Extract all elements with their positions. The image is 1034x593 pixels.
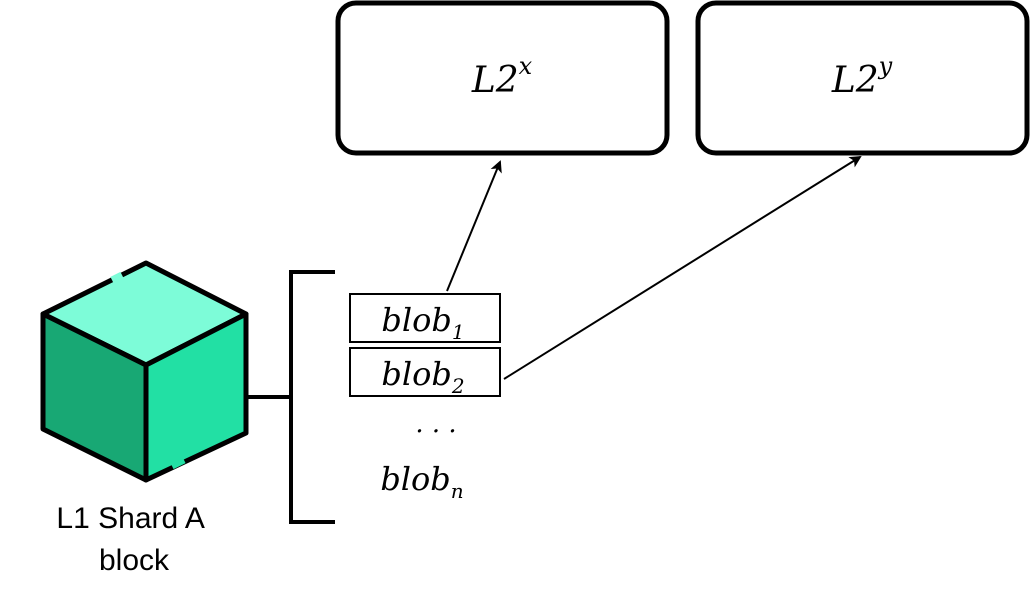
svg-text:L2x: L2x [471, 52, 533, 101]
blob-2-sub: 2 [451, 374, 465, 398]
blob-2-base: blob [381, 355, 451, 393]
blob-bracket [246, 270, 335, 524]
svg-text:L2y: L2y [831, 52, 893, 101]
l2x-base: L2 [471, 60, 519, 101]
arrow-blob1-to-l2x [446, 160, 502, 292]
cube-icon [40, 260, 249, 483]
shard-label-line2: block [99, 544, 170, 577]
blob-1: blob1 [349, 293, 501, 344]
blob-n: blobn [380, 460, 463, 503]
blob-ellipsis: · · · [415, 417, 456, 447]
l2y-sup: y [878, 52, 893, 80]
blob-n-sub: n [451, 479, 464, 503]
l2y-base: L2 [831, 60, 879, 101]
l2y-node: L2y [695, 0, 1030, 156]
blob-n-base: blob [380, 460, 450, 498]
l2x-sup: x [519, 52, 533, 80]
shard-label-line1: L1 Shard A [56, 502, 204, 535]
svg-text:blob2: blob2 [381, 355, 464, 398]
svg-text:blob1: blob1 [381, 301, 464, 344]
shard-label: L1 Shard A block [56, 502, 211, 577]
blob-1-sub: 1 [452, 320, 465, 344]
blob-1-base: blob [381, 301, 451, 339]
arrow-blob2-to-l2y [503, 155, 862, 380]
l2x-node: L2x [335, 0, 670, 156]
blob-2: blob2 [349, 347, 501, 398]
